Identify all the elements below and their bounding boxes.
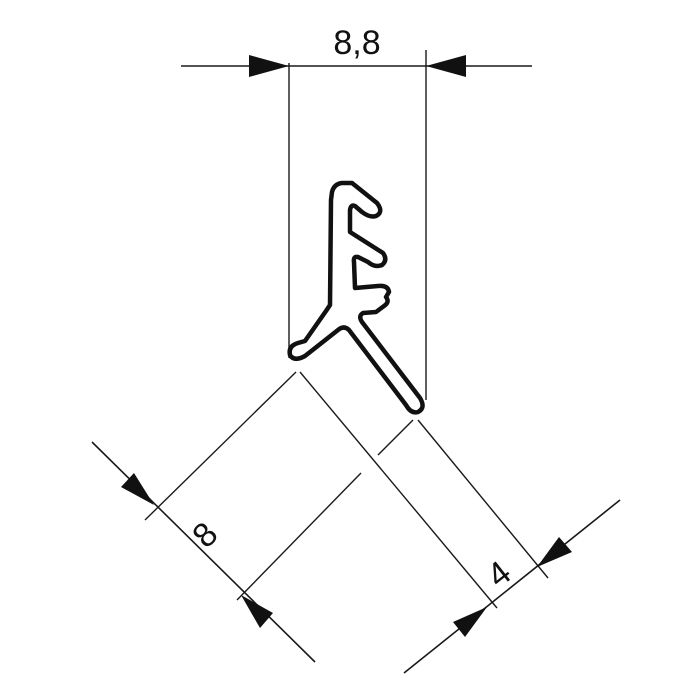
height-dimension: 8 [91, 441, 316, 663]
arrow-down-left-icon [537, 537, 572, 567]
arrow-right-icon [249, 55, 289, 77]
ext-line-d [417, 419, 549, 579]
height-label: 8 [185, 515, 225, 555]
diagonal-extension-lines [144, 371, 549, 609]
thickness-label: 4 [480, 554, 518, 596]
seal-profile [287, 180, 425, 415]
ext-line-a [144, 371, 297, 521]
ext-line-c1 [377, 419, 414, 456]
width-label: 8,8 [333, 24, 380, 62]
arrow-left-icon [426, 55, 466, 77]
width-dimension: 8,8 [181, 24, 532, 400]
arrow-up-right-icon [453, 607, 487, 637]
thickness-dimension: 4 [403, 499, 621, 674]
arrow-up-left-icon [241, 595, 273, 628]
thickness-dimension-line [403, 499, 621, 674]
ext-line-c2 [236, 472, 362, 601]
height-dimension-line [91, 441, 316, 663]
arrow-down-right-icon [121, 473, 154, 505]
ext-line-b [299, 371, 498, 609]
